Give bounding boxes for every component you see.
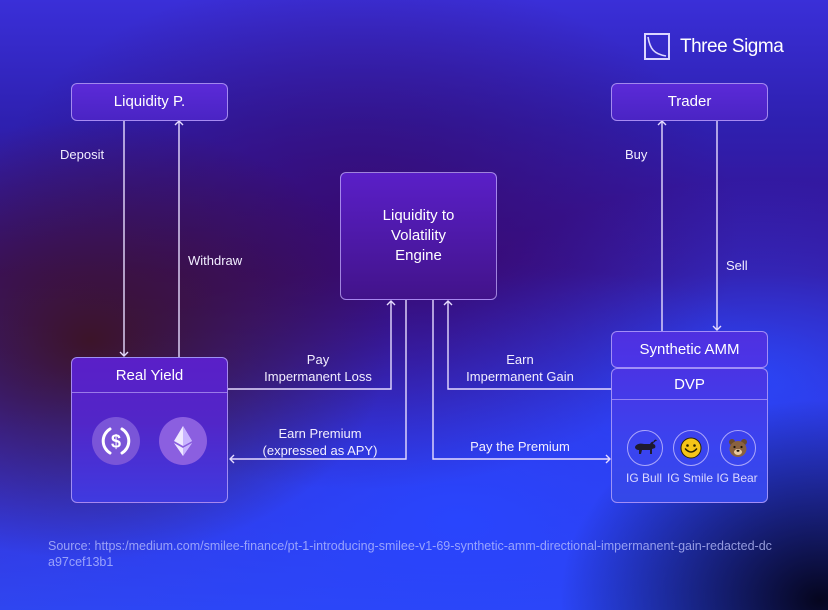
- edge-label-earn-premium: Earn Premium (expressed as APY): [250, 425, 390, 459]
- edge-label-withdraw: Withdraw: [188, 253, 243, 268]
- node-label: Synthetic AMM: [639, 340, 740, 358]
- real-yield-header: Real Yield: [72, 358, 227, 393]
- ethereum-icon: [159, 417, 207, 465]
- engine-label-line3: Engine: [395, 247, 442, 264]
- earn-impermanent-gain-arrow: [443, 300, 612, 390]
- engine-label-line1: Liquidity to: [382, 207, 455, 224]
- brand-name: Three Sigma: [680, 35, 784, 57]
- svg-text:$: $: [111, 432, 121, 452]
- dvp-item-label: IG Bull: [625, 471, 662, 485]
- edge-label-earn-impermanent-gain: Earn Impermanent Gain: [450, 351, 590, 385]
- label-line: (expressed as APY): [262, 443, 378, 458]
- edge-label-buy: Buy: [625, 147, 648, 162]
- edge-label-deposit: Deposit: [60, 147, 105, 162]
- label-line: Earn Premium: [278, 426, 362, 441]
- earn-premium-arrow: [229, 300, 407, 464]
- pay-impermanent-loss-arrow: [228, 300, 396, 390]
- node-synthetic-amm: Synthetic AMM: [611, 331, 768, 368]
- node-label: Liquidity P.: [113, 93, 186, 110]
- node-label: Real Yield: [115, 366, 184, 384]
- node-trader: Trader: [611, 83, 768, 121]
- smile-icon: [673, 430, 709, 466]
- brand-logo: Three Sigma: [644, 33, 784, 60]
- dvp-header: DVP: [612, 369, 767, 400]
- label-line: Impermanent Loss: [264, 369, 372, 384]
- usdc-icon: $: [92, 417, 140, 465]
- dvp-item-label: IG Smile: [666, 471, 713, 485]
- node-label: Trader: [667, 93, 712, 110]
- bull-icon: [627, 430, 663, 466]
- three-sigma-logo-icon: [644, 33, 670, 60]
- node-liquidity-to-volatility-engine: Liquidity to Volatility Engine: [340, 172, 497, 300]
- bear-icon: [720, 430, 756, 466]
- node-liquidity-provider: Liquidity P.: [71, 83, 228, 121]
- pay-premium-arrow: [432, 300, 611, 464]
- node-label: DVP: [674, 375, 705, 393]
- edge-label-pay-impermanent-loss: Pay Impermanent Loss: [248, 351, 388, 385]
- engine-label-line2: Volatility: [390, 227, 447, 244]
- label-line: Impermanent Gain: [466, 369, 574, 384]
- dvp-item-label: IG Bear: [716, 471, 758, 485]
- label-line: Pay: [306, 352, 330, 367]
- source-citation: Source: https:/medium.com/smilee-finance…: [48, 539, 772, 569]
- label-line: Earn: [506, 352, 534, 367]
- edge-label-sell: Sell: [726, 258, 748, 273]
- edge-label-pay-premium: Pay the Premium: [470, 439, 570, 454]
